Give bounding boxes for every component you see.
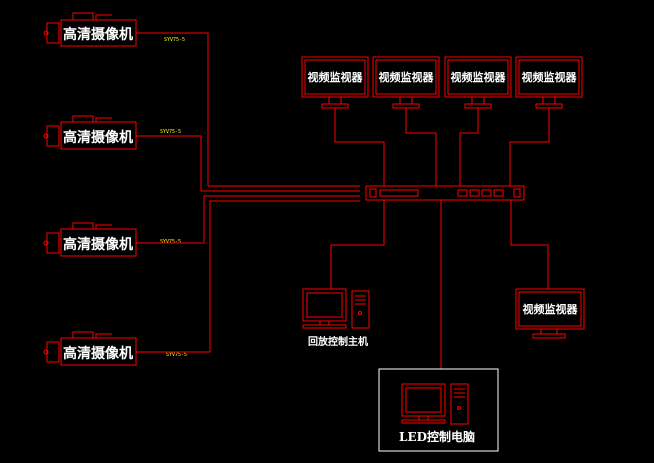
desktop-computer-icon (302, 288, 370, 329)
crt-monitor-icon (515, 288, 585, 339)
video-switcher (365, 185, 525, 201)
desktop-computer-icon (401, 383, 469, 425)
led-pc-label: LED控制电脑 (399, 429, 475, 444)
monitor-top-1: 视频监视器 (301, 56, 385, 186)
playback-host: 回放控制主机 (302, 288, 370, 348)
monitor-top-2: 视频监视器 (372, 56, 440, 134)
led-control-pc: LED控制电脑 (378, 368, 499, 452)
camera-label: 高清摄像机 (63, 26, 133, 43)
cable-label: SYV75-5 (160, 239, 181, 245)
camera-label: 高清摄像机 (63, 236, 133, 253)
camera-label: 高清摄像机 (63, 129, 133, 146)
camera-3: 高清摄像机 SYV75-5 (43, 195, 360, 257)
monitor-label: 视频监视器 (379, 70, 435, 84)
crt-monitor-icon (515, 56, 583, 109)
crt-monitor-icon (301, 56, 369, 109)
led-pc-frame (378, 368, 499, 452)
monitor-top-4: 视频监视器 (509, 56, 583, 186)
monitor-top-3: 视频监视器 (444, 56, 512, 186)
cable-label: SYV75-5 (160, 129, 181, 135)
cable-label: SYV75-5 (166, 352, 187, 358)
monitor-right: 视频监视器 (515, 288, 585, 339)
monitor-label: 视频监视器 (523, 302, 579, 316)
monitor-label: 视频监视器 (451, 70, 507, 84)
monitor-label: 视频监视器 (522, 70, 578, 84)
crt-monitor-icon (372, 56, 440, 109)
camera-2: 高清摄像机 SYV75-5 (43, 115, 360, 192)
host-label: 回放控制主机 (308, 335, 368, 348)
camera-4: 高清摄像机 SYV75-5 (43, 200, 360, 366)
cable-label: SYV75-5 (164, 37, 185, 43)
camera-label: 高清摄像机 (63, 345, 133, 362)
camera-1: 高清摄像机 SYV75-5 (43, 12, 360, 187)
rack-switcher-icon (365, 185, 525, 201)
crt-monitor-icon (444, 56, 512, 109)
monitor-label: 视频监视器 (308, 70, 364, 84)
